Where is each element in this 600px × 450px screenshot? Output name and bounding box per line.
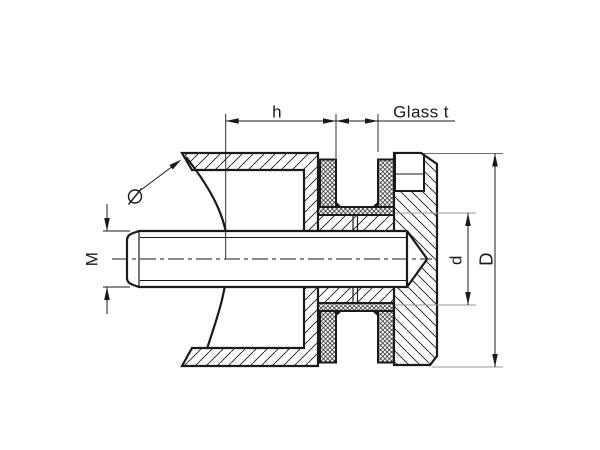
outer-d-label: D: [476, 252, 497, 266]
diameter-leader-arrow: [169, 159, 182, 170]
gasket-bottom: [317, 302, 395, 364]
gasket-split-marks: [352, 215, 359, 303]
gasket-seat-top-section: [317, 214, 395, 232]
d-label: d: [447, 255, 466, 265]
tube-diameter-callout: [127, 159, 182, 205]
h-label: h: [272, 103, 282, 122]
dimension-glass-t: Glass t: [335, 103, 449, 158]
dimension-d: d: [447, 213, 471, 305]
gasket-top: [317, 158, 395, 216]
insert-block: [394, 152, 425, 192]
diameter-symbol-icon: [127, 188, 143, 205]
dimension-outer-d: D: [423, 153, 503, 368]
glass-t-label: Glass t: [393, 103, 449, 122]
diameter-leader-line: [141, 162, 178, 190]
tube-wall-bottom-section: [180, 285, 320, 368]
tube-wall-top-section: [180, 151, 320, 233]
dimension-m: M: [83, 204, 130, 314]
gasket-seat-bottom-section: [317, 286, 395, 304]
m-label: M: [83, 252, 102, 267]
